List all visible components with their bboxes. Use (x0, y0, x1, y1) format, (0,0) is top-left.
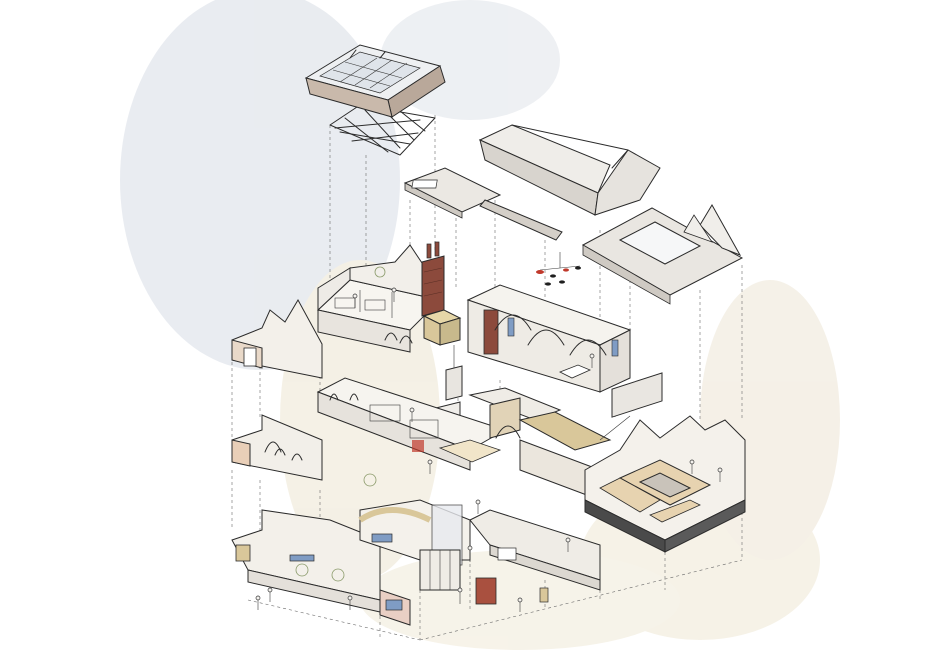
brick-chimney (421, 241, 445, 317)
ground-floor-left (231, 509, 411, 626)
hanging-mobile-sculpture (536, 252, 581, 286)
gable-roof-right (478, 124, 661, 216)
middle-floor-atrium-room (584, 372, 746, 553)
flat-roof-slab (403, 167, 563, 241)
tree-sketches (295, 266, 386, 582)
wall-middle-left (231, 414, 323, 481)
roof-lattice (329, 104, 436, 156)
middle-floor-arcade (468, 387, 631, 501)
ground-floor-central (358, 499, 471, 591)
upper-floor-gallery (466, 284, 632, 393)
rooflight-roof (581, 204, 744, 305)
glazed-roof (304, 44, 446, 118)
people-figures (255, 287, 723, 612)
ground-floor-long-wall (469, 509, 601, 603)
welcome-sign (475, 577, 497, 605)
gable-wall-upper-left (231, 298, 323, 379)
middle-floor-left-block (316, 377, 507, 471)
timber-core-box (422, 309, 462, 346)
